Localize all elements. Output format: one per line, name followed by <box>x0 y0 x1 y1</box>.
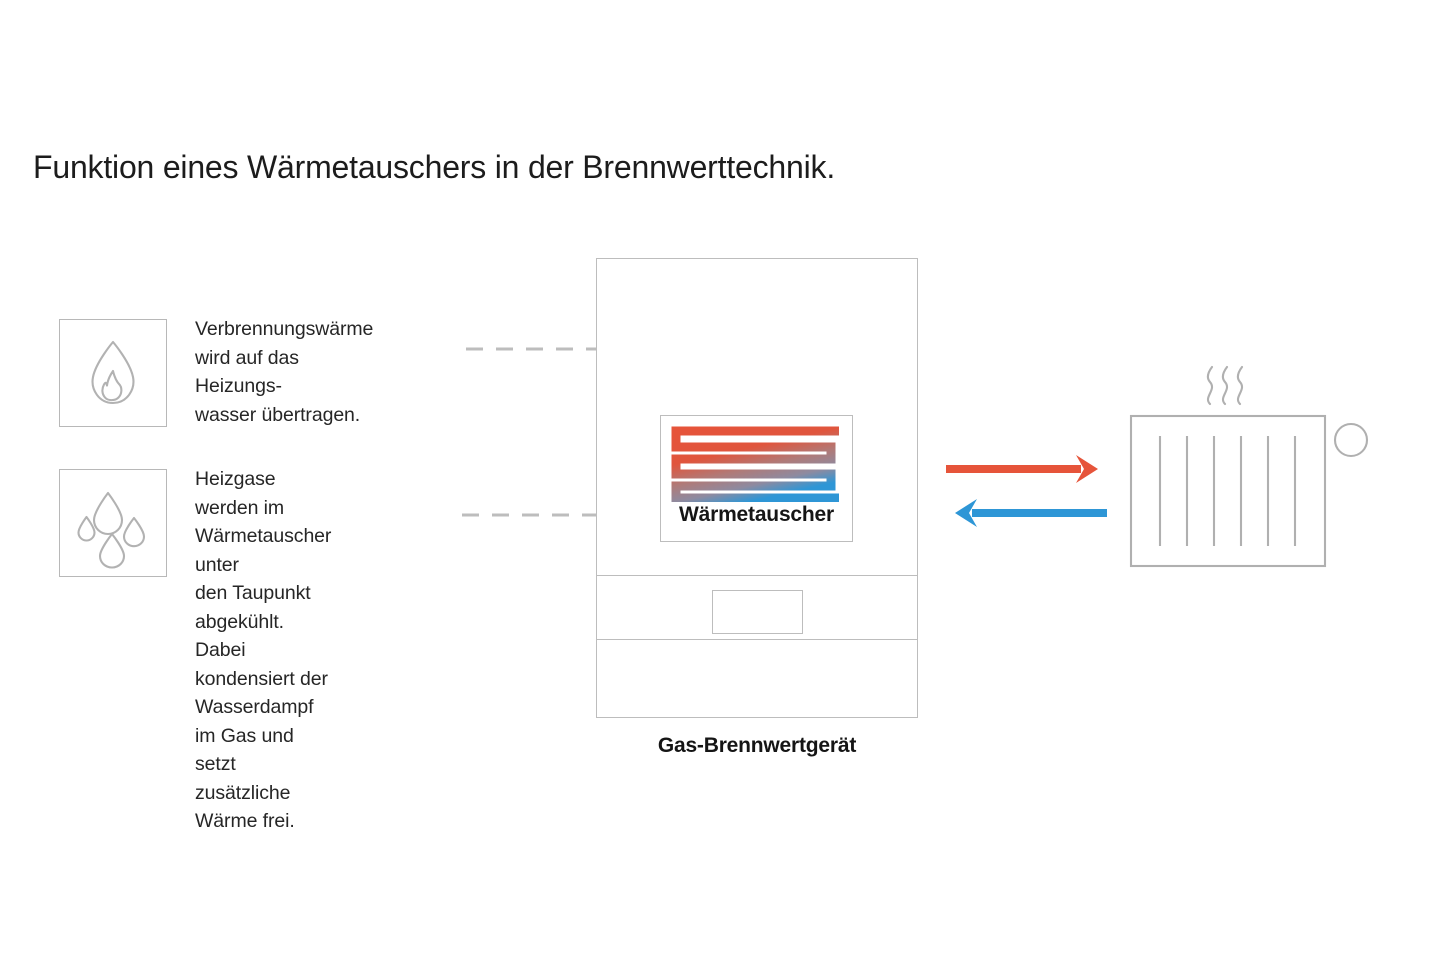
boiler-caption: Gas-Brennwertgerät <box>657 734 857 757</box>
thermostat-valve-icon[interactable] <box>1333 422 1369 458</box>
heat-waves-icon <box>1206 365 1244 406</box>
flow-arrows-group <box>946 455 1107 527</box>
legend-item-label: Verbrennungswärme wird auf das Heizungs-… <box>195 318 374 426</box>
boiler-divider-top <box>597 575 917 576</box>
boiler-divider-bottom <box>597 639 917 640</box>
page-title: Funktion eines Wärmetauschers in der Bre… <box>33 149 836 185</box>
heat-exchanger-label: Wärmetauscher <box>679 503 834 526</box>
legend-item-label: Heizgase werden im Wärmetauscher unter d… <box>195 468 332 832</box>
return-flow-arrow <box>955 499 1107 527</box>
boiler-control-display[interactable] <box>712 590 803 634</box>
heat-exchanger: Wärmetauscher <box>660 415 853 542</box>
radiator-body <box>1129 414 1327 568</box>
radiator <box>1129 365 1369 568</box>
flame-icon <box>91 340 135 405</box>
heat-exchanger-coil-icon <box>671 426 839 502</box>
supply-flow-arrow <box>946 455 1098 483</box>
flame-icon-box <box>59 319 167 427</box>
water-droplets-icon <box>77 491 146 569</box>
water-droplets-icon-box <box>59 469 167 577</box>
radiator-fins <box>1158 436 1297 546</box>
